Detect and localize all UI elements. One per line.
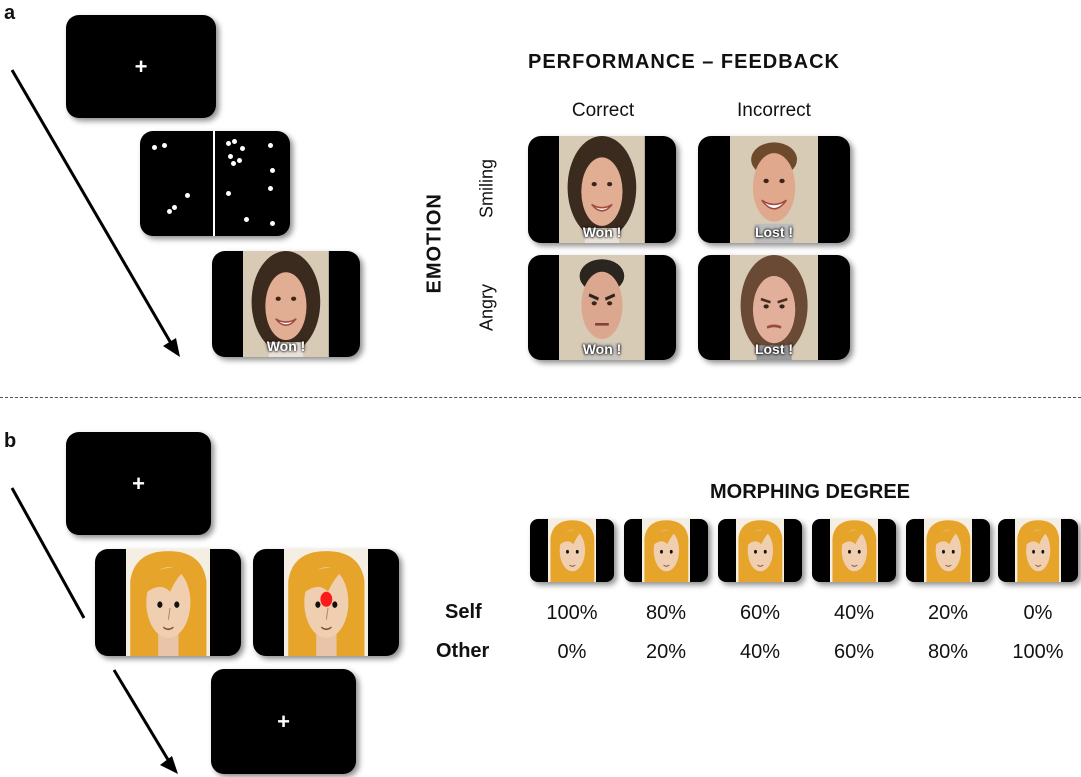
man-angry-photo bbox=[559, 255, 645, 360]
timeline-arrow-a bbox=[10, 69, 180, 357]
cell-smiling-correct: Won ! bbox=[528, 136, 676, 243]
dot bbox=[226, 141, 231, 146]
red-target-dot bbox=[320, 591, 332, 607]
cell-label: Won ! bbox=[582, 224, 622, 240]
dot-comparison-screen bbox=[140, 131, 290, 236]
cartoon-face-thumbnail bbox=[1014, 519, 1062, 582]
cartoon-face-thumbnail bbox=[641, 519, 691, 582]
fixation-screen-b-top: + bbox=[66, 432, 211, 535]
woman-smiling-photo bbox=[243, 251, 329, 357]
cartoon-face-thumbnail bbox=[735, 519, 785, 582]
self-value: 20% bbox=[927, 602, 969, 624]
feedback-label: Won ! bbox=[266, 338, 306, 354]
fixation-screen-a: + bbox=[66, 15, 216, 118]
morph-thumb-1 bbox=[530, 519, 614, 582]
other-row-label: Other bbox=[436, 640, 490, 662]
morph-thumb-2 bbox=[624, 519, 708, 582]
panel-b-letter: b bbox=[4, 430, 17, 452]
self-value: 0% bbox=[1023, 602, 1053, 624]
morph-thumb-4 bbox=[812, 519, 896, 582]
self-value: 60% bbox=[739, 602, 781, 624]
fixation-cross: + bbox=[132, 470, 145, 496]
dot bbox=[152, 145, 157, 150]
dot bbox=[226, 191, 231, 196]
cell-angry-correct: Won ! bbox=[528, 255, 676, 360]
dot bbox=[270, 221, 275, 226]
panel-separator bbox=[0, 397, 1081, 398]
other-value: 0% bbox=[557, 641, 587, 663]
panel-a-letter: a bbox=[4, 2, 16, 24]
other-value: 60% bbox=[833, 641, 875, 663]
column-header-incorrect: Incorrect bbox=[737, 100, 811, 121]
dot bbox=[162, 143, 167, 148]
dot bbox=[268, 186, 273, 191]
row-header-smiling: Smiling bbox=[476, 158, 497, 219]
dot bbox=[231, 161, 236, 166]
man-smiling-photo bbox=[729, 136, 819, 243]
dot bbox=[270, 168, 275, 173]
woman-angry-photo bbox=[729, 255, 819, 360]
cartoon-face-thumbnail bbox=[829, 519, 879, 582]
feedback-screen-example: Won ! bbox=[212, 251, 360, 357]
dot bbox=[232, 139, 237, 144]
cartoon-face-thumbnail bbox=[547, 519, 597, 582]
self-row-label: Self bbox=[445, 601, 482, 623]
fixation-cross: + bbox=[277, 708, 290, 734]
morph-thumb-6 bbox=[998, 519, 1078, 582]
fixation-screen-b-bottom: + bbox=[211, 669, 356, 774]
dot bbox=[172, 205, 177, 210]
cartoon-face bbox=[125, 549, 211, 656]
cell-angry-incorrect: Lost ! bbox=[698, 255, 850, 360]
divider-line bbox=[213, 131, 215, 236]
cell-label: Won ! bbox=[582, 341, 622, 357]
self-value: 80% bbox=[645, 602, 687, 624]
dot bbox=[237, 158, 242, 163]
morph-face-screen bbox=[95, 549, 241, 656]
cell-label: Lost ! bbox=[754, 224, 794, 240]
other-value: 20% bbox=[645, 641, 687, 663]
cartoon-face bbox=[283, 549, 369, 656]
cartoon-face-thumbnail bbox=[923, 519, 973, 582]
other-value: 80% bbox=[927, 641, 969, 663]
morph-face-target-screen bbox=[253, 549, 399, 656]
dot bbox=[240, 146, 245, 151]
cell-label: Lost ! bbox=[754, 341, 794, 357]
timeline-arrow-b bbox=[10, 487, 178, 774]
other-value: 100% bbox=[1012, 641, 1064, 663]
woman-smiling-photo bbox=[559, 136, 645, 243]
self-value: 40% bbox=[833, 602, 875, 624]
dot bbox=[167, 209, 172, 214]
performance-feedback-heading: PERFORMANCE – FEEDBACK bbox=[527, 51, 841, 73]
dot bbox=[268, 143, 273, 148]
fixation-cross: + bbox=[134, 53, 148, 79]
column-header-correct: Correct bbox=[571, 100, 635, 121]
morph-thumb-5 bbox=[906, 519, 990, 582]
cell-smiling-incorrect: Lost ! bbox=[698, 136, 850, 243]
other-value: 40% bbox=[739, 641, 781, 663]
dot bbox=[244, 217, 249, 222]
row-header-angry: Angry bbox=[476, 283, 497, 332]
emotion-axis-label: EMOTION bbox=[423, 193, 446, 294]
morphing-degree-heading: MORPHING DEGREE bbox=[709, 481, 911, 503]
dot bbox=[228, 154, 233, 159]
morph-thumb-3 bbox=[718, 519, 802, 582]
self-value: 100% bbox=[546, 602, 598, 624]
dot bbox=[185, 193, 190, 198]
